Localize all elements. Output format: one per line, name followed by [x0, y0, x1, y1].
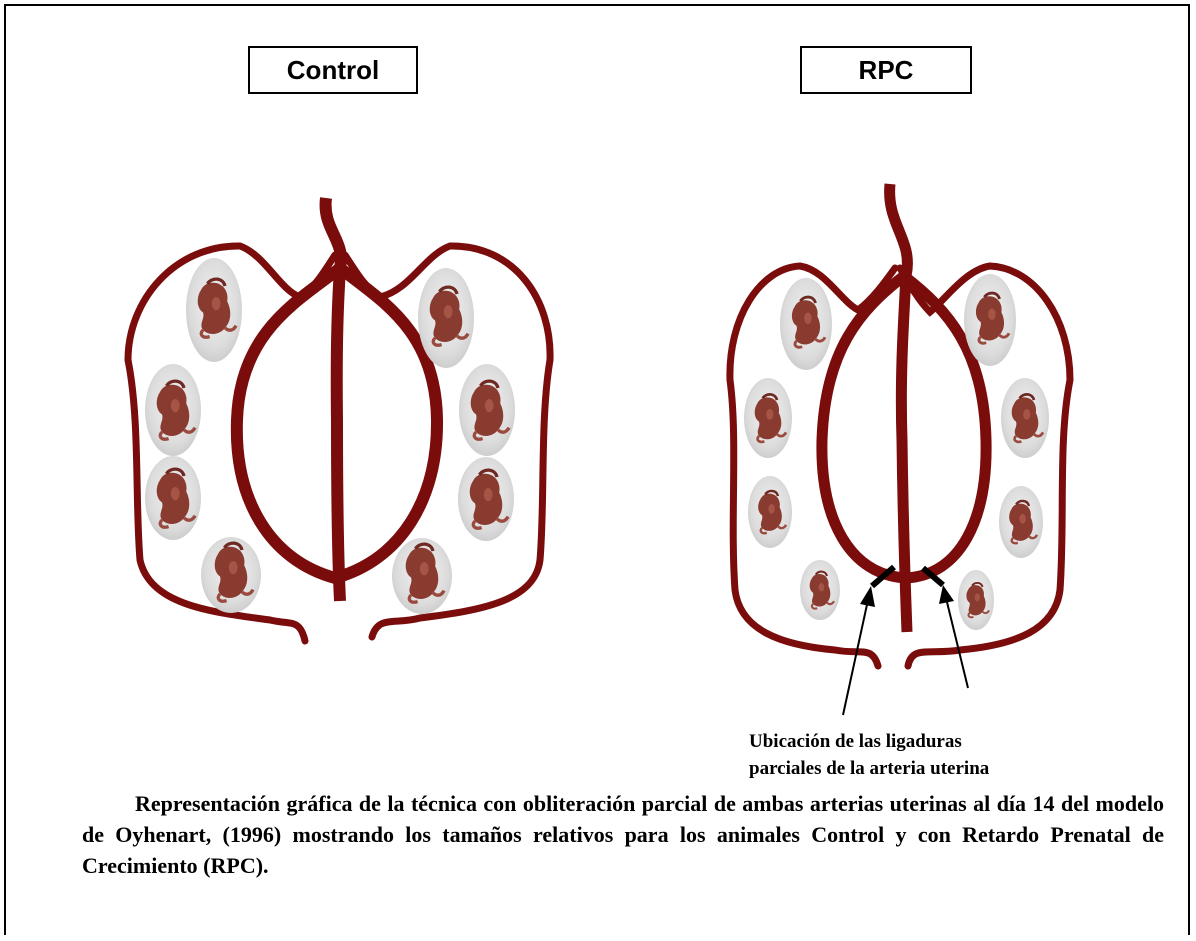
rpc-fetus-right-4: [958, 570, 994, 630]
rpc-fetus-left-1: [780, 278, 832, 370]
figure-caption-text: Representación gráfica de la técnica con…: [82, 791, 1164, 878]
control-fetus-left-1: [186, 258, 242, 362]
ligature-annotation-line-1: Ubicación de las ligaduras: [749, 728, 1079, 755]
control-fetus-right-1: [418, 268, 474, 368]
control-fetus-right-2: [459, 364, 515, 456]
control-fetus-right-4: [392, 538, 452, 614]
control-fetus-left-4: [201, 537, 261, 613]
rpc-fetus-left-4: [800, 560, 840, 620]
control-uterus: [128, 198, 550, 641]
control-fetus-left-2: [145, 364, 201, 456]
rpc-fetus-left-3: [748, 476, 792, 548]
rpc-fetus-right-1: [964, 274, 1016, 366]
rpc-fetus-right-2: [1001, 378, 1049, 458]
rpc-fetus-left-2: [744, 378, 792, 458]
control-fetus-left-3: [145, 456, 201, 540]
rpc-uterus: [730, 184, 1070, 715]
rpc-central-artery: [890, 184, 908, 632]
ligature-annotation: Ubicación de las ligaduras parciales de …: [749, 728, 1079, 782]
figure-caption: Representación gráfica de la técnica con…: [82, 788, 1164, 881]
control-fetus-right-3: [458, 457, 514, 541]
rpc-fetus-right-3: [999, 486, 1043, 558]
ligature-annotation-line-2: parciales de la arteria uterina: [749, 755, 1079, 782]
